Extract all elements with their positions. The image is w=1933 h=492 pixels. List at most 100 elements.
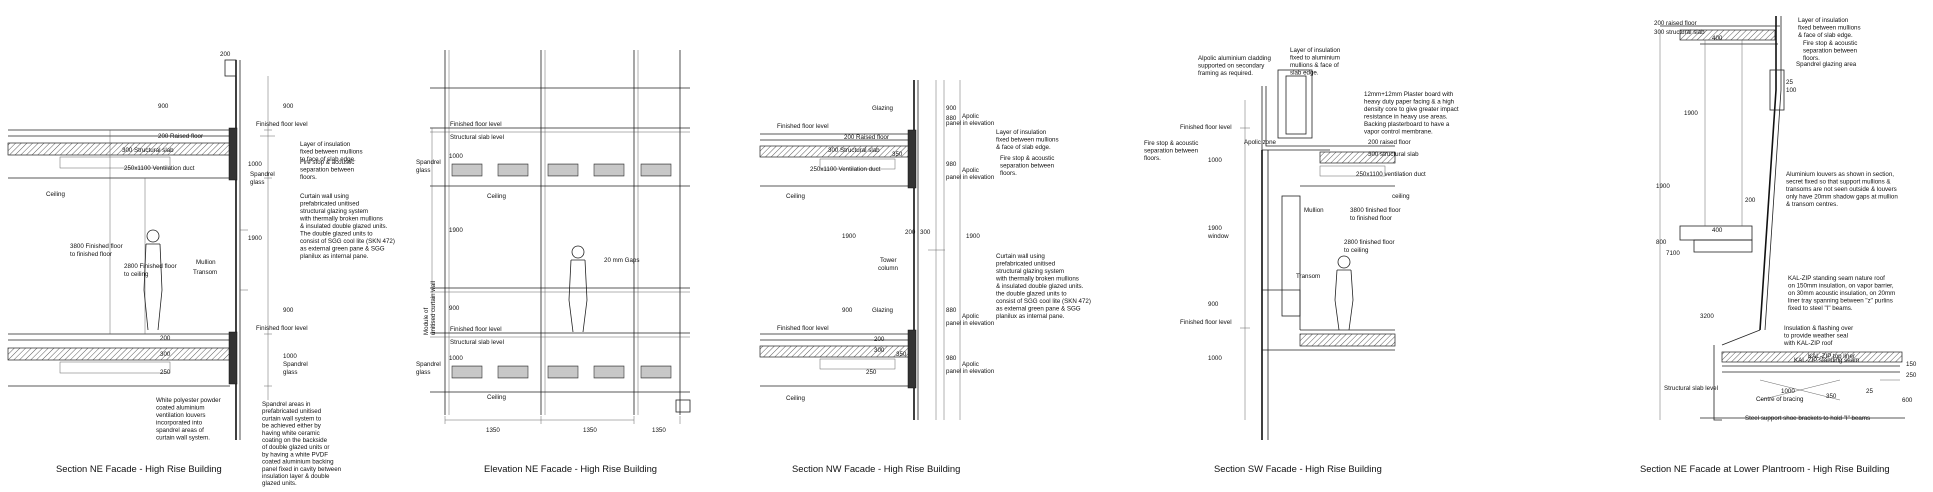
elev-dim-1000-lower: 1000 [449, 355, 463, 362]
label-structural-slab: 300 Structural slab [122, 147, 174, 154]
sw-dim-1000-lower: 1000 [1208, 355, 1222, 362]
sw-label-ffl-upper: Finished floor level [1180, 124, 1232, 131]
nw-label-ceiling-upper: Ceiling [786, 193, 805, 200]
pr-label-kalzip-top-liner: KAL-ZIP top liner [1808, 353, 1855, 360]
pr-dim-150: 150 [1906, 361, 1917, 368]
label-ffl-upper: Finished floor level [256, 121, 308, 128]
sw-figure [1334, 255, 1354, 331]
dim-1000-upper: 1000 [248, 161, 262, 168]
nw-dim-880-lower: 880 [946, 307, 957, 314]
panel-section-ne: 200 900 900 1000 1900 900 1000 200 Raise… [7, 51, 395, 487]
dim-1000-lower: 1000 [283, 353, 297, 360]
label-200-lower: 200 [160, 335, 171, 342]
floor-slab-lower [7, 333, 231, 387]
sw-dim-1000-upper: 1000 [1208, 157, 1222, 164]
label-ffl-lower: Finished floor level [256, 325, 308, 332]
dim-1900: 1900 [248, 235, 262, 242]
elev-label-module: Module ofunitised curtain wall [423, 281, 437, 335]
pr-dim-1900-a: 1900 [1684, 110, 1698, 117]
elev-label-ceiling-upper: Ceiling [487, 193, 506, 200]
pr-dim-25-top: 25 [1786, 79, 1793, 86]
elevation-grid [430, 50, 690, 415]
pr-dim-1900-b: 1900 [1656, 183, 1670, 190]
pr-dim-7100: 7100 [1666, 250, 1680, 257]
label-raised-floor: 200 Raised floor [158, 133, 203, 140]
nw-dim-980-lower: 980 [946, 355, 957, 362]
pr-dim-3200: 3200 [1700, 313, 1714, 320]
panel-elevation-ne: 1000 1900 900 1000 1350 1350 1350 Finish… [416, 50, 691, 474]
nw-wall [907, 80, 961, 420]
pr-dim-400-mid: 400 [1712, 227, 1723, 234]
pr-dim-1000: 1000 [1781, 388, 1795, 395]
nw-label-350-lower: 350 [896, 351, 907, 358]
elevation-dims [431, 128, 691, 424]
elev-label-ffl-upper: Finished floor level [450, 121, 502, 128]
pr-dim-250: 250 [1906, 372, 1917, 379]
human-scale-figure [143, 229, 163, 331]
elev-dim-1350-b: 1350 [583, 427, 597, 434]
sw-label-ceiling: ceiling [1392, 193, 1410, 200]
sw-label-ffl-lower: Finished floor level [1180, 319, 1232, 326]
sw-label-structural-slab: 300 structural slab [1368, 151, 1419, 158]
pr-note-louvers: Aluminium louvers as shown in section,se… [1786, 171, 1898, 208]
nw-dim-1900-right: 1900 [966, 233, 980, 240]
elev-dim-1350-c: 1350 [652, 427, 666, 434]
caption-section-nw: Section NW Facade - High Rise Building [792, 463, 960, 474]
pr-dim-800: 800 [1656, 239, 1667, 246]
pr-dim-25: 25 [1866, 388, 1873, 395]
sw-label-apolic-zone: Apolic zone [1244, 139, 1277, 146]
nw-label-ffl-lower: Finished floor level [777, 325, 829, 332]
nw-label-200: 200 [874, 336, 885, 343]
dim-900-right: 900 [283, 103, 294, 110]
elev-label-ffl-lower: Finished floor level [450, 326, 502, 333]
elev-label-ceiling-lower: Ceiling [487, 394, 506, 401]
elev-dim-1900: 1900 [449, 227, 463, 234]
pr-label-shoe-brackets: Steel support shoe brackets to hold "I" … [1745, 415, 1870, 422]
pr-dim-400-top: 400 [1712, 35, 1723, 42]
plantroom-structure [1659, 16, 1905, 421]
pr-label-bracing: Centre of bracing [1756, 396, 1804, 403]
nw-dim-200: 200 [905, 229, 916, 236]
label-ventilation-duct: 250x1100 Ventilation duct [124, 165, 195, 172]
nw-label-ffl-upper: Finished floor level [777, 123, 829, 130]
nw-dim-880-upper: 880 [946, 115, 957, 122]
nw-label-ceiling-lower: Ceiling [786, 395, 805, 402]
panel-section-ne-plantroom: 200 raised floor 300 structural slab 400… [1640, 16, 1917, 474]
nw-label-250: 250 [866, 369, 877, 376]
label-300-lower: 300 [160, 351, 171, 358]
pr-dim-raised-floor: 200 raised floor [1654, 20, 1697, 27]
nw-dim-1900-left: 1900 [842, 233, 856, 240]
sw-label-transom: Transom [1296, 273, 1320, 280]
caption-section-ne: Section NE Facade - High Rise Building [56, 463, 222, 474]
nw-dim-980-upper: 980 [946, 161, 957, 168]
caption-elevation-ne: Elevation NE Facade - High Rise Building [484, 463, 657, 474]
nw-dim-300: 300 [920, 229, 931, 236]
elev-label-ssl-lower: Structural slab level [450, 339, 504, 346]
pr-dim-600: 600 [1902, 397, 1913, 404]
floor-slab-upper [7, 129, 231, 179]
nw-label-glazing-lower: Glazing [872, 307, 894, 314]
elev-dim-1350-a: 1350 [486, 427, 500, 434]
nw-label-duct: 250x1100 Ventilation duct [810, 166, 881, 173]
pr-label-kalzip-seam: KAL-ZIP standing seam [1794, 357, 1859, 364]
panel-section-nw: 900 880 980 1900 200 300 1900 900 880 98… [759, 80, 1091, 474]
nw-label-raised-floor: 200 Raised floor [844, 134, 889, 141]
label-ceiling: Ceiling [46, 191, 65, 198]
nw-dim-900-lower: 900 [842, 307, 853, 314]
